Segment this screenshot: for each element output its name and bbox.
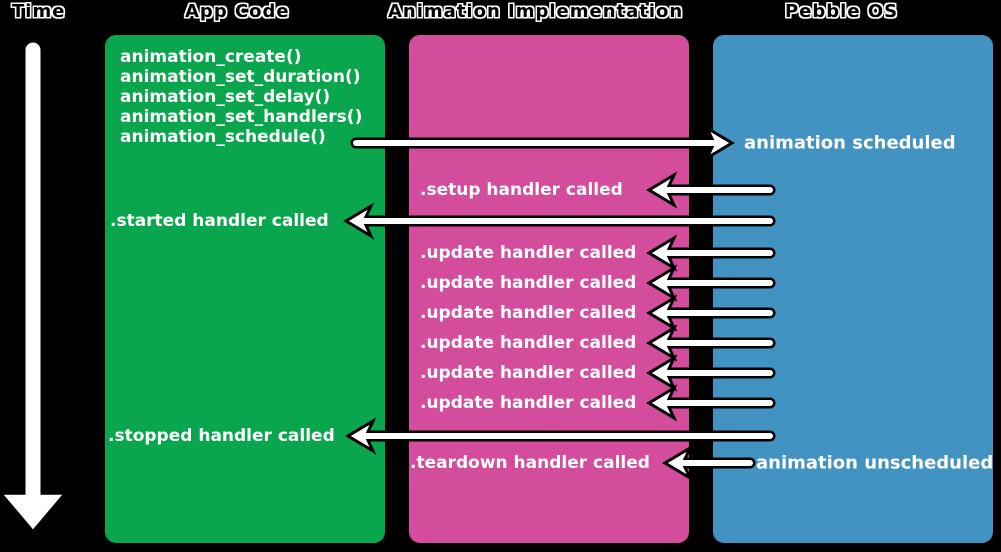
animation-implementation-column	[404, 30, 694, 548]
function-call: animation_set_duration()	[120, 67, 361, 87]
setup-handler-label: .setup handler called	[420, 180, 623, 200]
function-call: animation_set_delay()	[120, 87, 331, 107]
function-call: animation_set_handlers()	[120, 107, 363, 127]
teardown-handler-label: .teardown handler called	[410, 453, 650, 473]
update-handler-label: .update handler called	[420, 363, 637, 383]
app-code-header: App Code	[185, 1, 290, 22]
app-code-function-list: animation_create() animation_set_duratio…	[120, 47, 362, 147]
animation-implementation-header: Animation Implementation	[388, 1, 684, 22]
function-call: animation_create()	[120, 47, 302, 67]
update-handler-label: .update handler called	[420, 303, 637, 323]
animation-unscheduled-label: animation unscheduled	[756, 452, 994, 474]
time-axis-arrow	[0, 38, 70, 535]
pebble-os-header: Pebble OS	[785, 1, 899, 22]
function-call: animation_schedule()	[120, 127, 326, 147]
started-handler-label: .started handler called	[110, 211, 329, 231]
app-code-column	[100, 30, 390, 548]
update-handler-label: .update handler called	[420, 393, 637, 413]
update-handler-label: .update handler called	[420, 333, 637, 353]
animation-scheduled-label: animation scheduled	[744, 132, 956, 154]
stopped-handler-label: .stopped handler called	[108, 426, 335, 446]
update-handler-label: .update handler called	[420, 243, 637, 263]
time-axis-label: Time	[12, 1, 66, 22]
pebble-os-column	[708, 30, 998, 548]
update-handler-label: .update handler called	[420, 273, 637, 293]
